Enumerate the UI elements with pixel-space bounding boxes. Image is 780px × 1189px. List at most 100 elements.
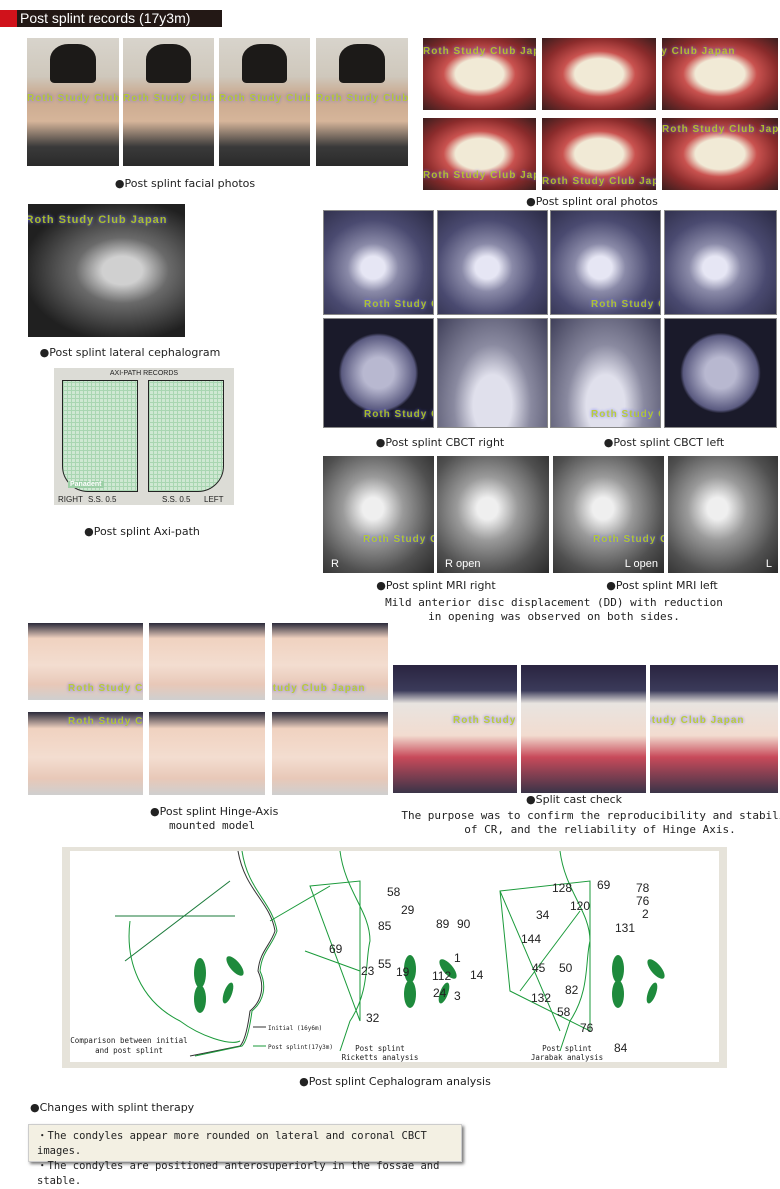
axi-path-record: AXI-PATH RECORDS Panadent RIGHT S.S. 0.5…: [54, 368, 234, 505]
header-accent: [0, 10, 17, 27]
watermark: Roth Study Club Japan: [27, 93, 119, 104]
cbct-3d: [437, 318, 548, 428]
axi-ss-left: S.S. 0.5: [162, 495, 191, 504]
axi-path-chart-left: [148, 380, 224, 492]
split-cast-photo: Roth Study Club Japan: [393, 665, 517, 793]
ricketts-value-label: 29: [401, 903, 415, 917]
oral-photo-lower: Roth Study Club Japan: [662, 118, 778, 190]
jarabak-caption-line1: Post splint: [542, 1044, 592, 1053]
jarabak-value-label: 144: [521, 932, 541, 946]
ricketts-value-label: 32: [366, 1011, 380, 1025]
model-photo: [149, 623, 265, 700]
legend-post: Post splint(17y3m): [268, 1044, 333, 1051]
lateral-cephalogram: Roth Study Club Japan: [28, 204, 185, 337]
watermark: Roth Study Club Japan: [272, 683, 366, 694]
ricketts-value-label: 89: [436, 917, 450, 931]
jarabak-value-label: 76: [580, 1021, 594, 1035]
splitcast-note-line2: of CR, and the reliability of Hinge Axis…: [464, 823, 736, 836]
post-profile-line: [194, 850, 278, 1057]
jarabak-value-label: 132: [531, 991, 551, 1005]
jarabak-value-label: 84: [614, 1041, 628, 1055]
cbct-axial: [664, 318, 777, 428]
legend-initial: Initial (16y6m): [268, 1025, 322, 1032]
mri-left-caption: ●Post splint MRI left: [606, 579, 718, 592]
jarabak-value-label: 76: [636, 894, 650, 908]
comparison-caption-line1: Comparison between initial: [70, 1036, 187, 1045]
watermark: Roth Study Club Japan: [219, 93, 310, 104]
cbct-image: Roth Study Club Japan: [323, 210, 434, 315]
changes-title: ●Changes with splint therapy: [30, 1101, 195, 1114]
watermark: Roth Study Club Japan: [423, 170, 536, 181]
cbct-image: Roth Study Club Japan: [550, 210, 661, 315]
ricketts-value-label: 23: [361, 964, 375, 978]
jarabak-value-label: 78: [636, 881, 650, 895]
model-photo: Roth Study Club Japan: [272, 623, 388, 700]
splitcast-note-line1: The purpose was to confirm the reproduci…: [401, 809, 780, 822]
facial-photo-frontal: Roth Study Club Japan: [27, 38, 119, 166]
cbct-image: [664, 210, 777, 315]
ricketts-value-label: 3: [454, 989, 461, 1003]
splitcast-caption: ●Split cast check: [526, 793, 623, 806]
watermark: Roth Study Club Japan: [28, 214, 168, 226]
oral-photo-left: Roth Study Club Japan: [662, 38, 778, 110]
oral-photo-right: Roth Study Club Japan: [423, 38, 536, 110]
watermark: Roth Study Club Japan: [453, 715, 517, 726]
models-caption-line2: mounted model: [169, 819, 256, 832]
oral-photo-overjet: Roth Study Club Japan: [542, 118, 656, 190]
mri-label: L: [765, 558, 772, 570]
jarabak-value-label: 50: [559, 961, 573, 975]
jarabak-value-label: 131: [615, 921, 635, 935]
cbct-left-caption: ●Post splint CBCT left: [603, 436, 725, 449]
axi-ss-right: S.S. 0.5: [88, 495, 117, 504]
ricketts-value-label: 85: [378, 919, 392, 933]
mri-note-line1: Mild anterior disc displacement (DD) wit…: [385, 596, 723, 609]
cbct-axial: Roth Study Club Japan: [323, 318, 434, 428]
watermark: Roth Study Club Japan: [593, 534, 664, 545]
mri-right-caption: ●Post splint MRI right: [376, 579, 496, 592]
watermark: Roth Study Club Japan: [591, 299, 660, 310]
watermark: Roth Study Club Japan: [662, 124, 778, 135]
page-title: Post splint records (17y3m): [17, 10, 222, 27]
incisor-shape: [222, 982, 234, 1004]
mri-left-open: Roth Study Club JapanL open: [553, 456, 664, 573]
jarabak-value-label: 69: [597, 878, 611, 892]
mri-label: R open: [445, 558, 481, 570]
ricketts-caption-line1: Post splint: [355, 1044, 405, 1053]
comparison-caption-line2: and post splint: [95, 1046, 163, 1055]
cbct-right-caption: ●Post splint CBCT right: [375, 436, 505, 449]
watermark: Roth Study Club Japan: [650, 715, 745, 726]
ricketts-value-label: 1: [454, 951, 461, 965]
jarabak-caption-line2: Jarabak analysis: [531, 1053, 603, 1062]
oral-photo-front: [542, 38, 656, 110]
axipath-caption: ●Post splint Axi-path: [84, 525, 200, 538]
watermark: Roth Study Club Japan: [68, 716, 143, 727]
model-photo: Roth Study Club Japan: [28, 712, 143, 795]
model-photo: [272, 712, 388, 795]
changes-item: ・The condyles appear more rounded on lat…: [37, 1130, 427, 1157]
ceph-caption: ●Post splint lateral cephalogram: [39, 346, 221, 359]
mri-note-line2: in opening was observed on both sides.: [428, 610, 680, 623]
facial-caption: ●Post splint facial photos: [114, 177, 256, 190]
model-photo: [149, 712, 265, 795]
watermark: Roth Study Club Japan: [363, 534, 434, 545]
ricketts-value-label: 69: [329, 942, 343, 956]
watermark: Roth Study Club Japan: [542, 176, 656, 187]
jarabak-value-label: 58: [557, 1005, 571, 1019]
axi-path-title: AXI-PATH RECORDS: [109, 370, 179, 377]
watermark: Roth Study Club Japan: [591, 409, 660, 420]
watermark: Roth Study Club Japan: [423, 46, 536, 57]
ricketts-value-label: 55: [378, 957, 392, 971]
ricketts-caption-line2: Ricketts analysis: [342, 1053, 419, 1062]
initial-profile-line: [189, 850, 276, 1057]
facial-photo-smile: Roth Study Club Japan: [123, 38, 214, 166]
molar-shape: [194, 958, 206, 988]
watermark: Roth Study Club Japan: [662, 46, 736, 57]
watermark: Roth Study Club Japan: [316, 93, 408, 104]
axi-left-label: LEFT: [204, 495, 224, 504]
split-cast-photo: [521, 665, 646, 793]
teeth-group: [194, 955, 665, 1013]
changes-item: ・The condyles are positioned anterosuper…: [37, 1160, 440, 1187]
